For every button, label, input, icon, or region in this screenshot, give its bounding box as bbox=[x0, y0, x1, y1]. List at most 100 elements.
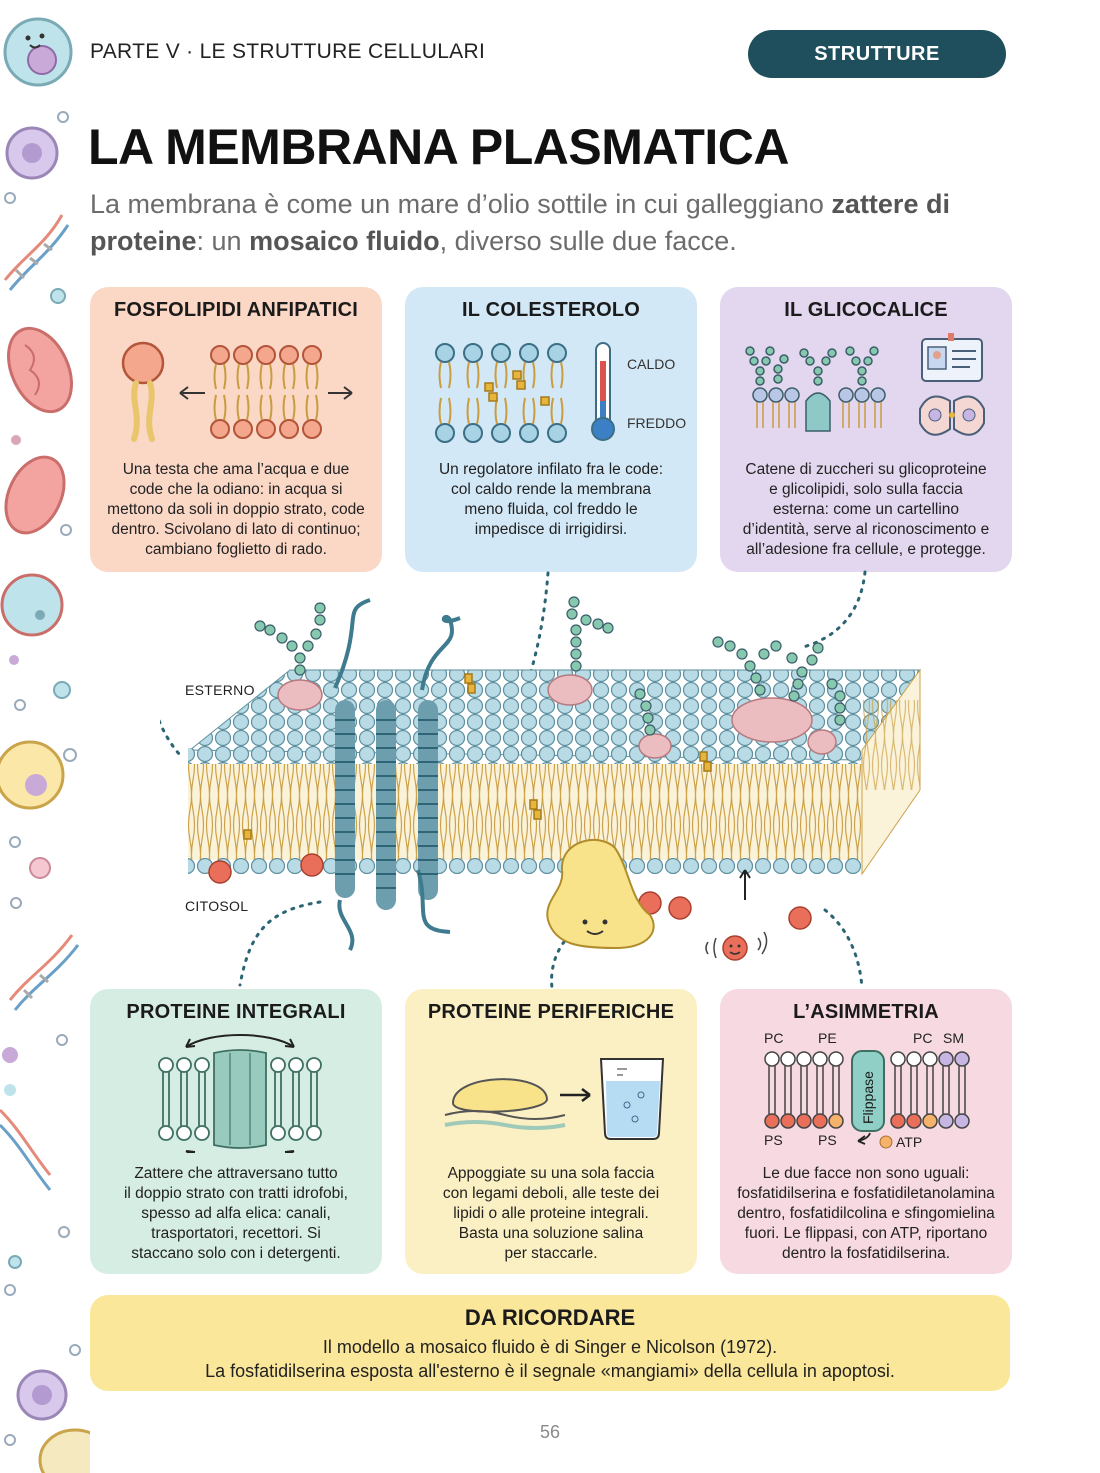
cell-icon bbox=[0, 573, 64, 637]
remember-line: Il modello a mosaico fluido è di Singer … bbox=[322, 1337, 778, 1357]
text-line: Un regolatore infilato fra le code: bbox=[438, 461, 664, 478]
cell-adhesion-icon bbox=[919, 395, 985, 436]
intro-bold: zattere di proteine bbox=[90, 189, 950, 256]
pc-label: PC bbox=[764, 1030, 783, 1046]
text-line: Appoggiate su una sola faccia bbox=[447, 1165, 655, 1182]
card-text: Zattere che attraversano tutto il doppio… bbox=[104, 1164, 368, 1264]
card-fosfolipidi: FOSFOLIPIDI ANFIPATICI Una testa che ama… bbox=[90, 287, 382, 572]
dna-icon bbox=[8, 934, 80, 1011]
intro-paragraph: La membrana è come un mare d’olio sottil… bbox=[90, 186, 1020, 260]
section-label: PARTE V · LE STRUTTURE CELLULARI bbox=[90, 40, 486, 63]
peripheral-protein-illustration bbox=[444, 1058, 665, 1140]
remember-box: DA RICORDARE Il modello a mosaico fluido… bbox=[90, 1295, 1010, 1391]
membrane-diagram bbox=[160, 570, 921, 990]
arrow-right-icon bbox=[560, 1088, 591, 1102]
card-text: Appoggiate su una sola faccia con legami… bbox=[419, 1164, 683, 1264]
text-line: Zattere che attraversano tutto bbox=[134, 1165, 338, 1182]
phospholipid-icon bbox=[121, 341, 165, 442]
remember-title: DA RICORDARE bbox=[464, 1305, 636, 1330]
intro-text: La membrana è come un mare d’olio sottil… bbox=[90, 189, 832, 219]
card-colesterolo: IL COLESTEROLO CALDO FREDDO bbox=[405, 287, 697, 572]
page-title: LA MEMBRANA PLASMATICA bbox=[88, 119, 789, 175]
text-line: dentro, fosfatidilcolina e sfingomielina bbox=[737, 1205, 995, 1222]
flipping-lipid-icon bbox=[705, 869, 768, 961]
text-line: Basta una soluzione salina bbox=[458, 1225, 644, 1242]
text-line: con legami deboli, alle teste dei bbox=[442, 1185, 660, 1202]
card-title: PROTEINE PERIFERICHE bbox=[427, 1001, 675, 1023]
asymmetry-illustration: PC PE PC SM Flippase PS PS ATP bbox=[764, 1030, 970, 1149]
cell-face-icon bbox=[3, 17, 73, 87]
text-line: all’adesione fra cellule, e protegge. bbox=[746, 541, 986, 558]
glycocalyx-illustration bbox=[745, 333, 985, 436]
dna-icon bbox=[0, 1108, 52, 1191]
flippase-label: Flippase bbox=[860, 1071, 876, 1124]
text-line: lipidi o alle proteine integrali. bbox=[453, 1205, 649, 1222]
bilayer-icon bbox=[210, 345, 322, 439]
atp-icon bbox=[879, 1135, 893, 1149]
cytosol-label: CITOSOL bbox=[185, 898, 249, 914]
decorative-cells-strip bbox=[0, 17, 90, 1473]
arrow-right-icon bbox=[328, 386, 353, 400]
phospholipid-illustration bbox=[121, 341, 353, 442]
card-title: IL GLICOCALICE bbox=[784, 299, 948, 321]
peripheral-protein-icon bbox=[546, 839, 655, 950]
cell-icon bbox=[38, 1428, 90, 1473]
text-line: trasportatori, recettori. Si bbox=[151, 1225, 321, 1242]
ps-label: PS bbox=[818, 1132, 837, 1148]
cold-label: FREDDO bbox=[627, 415, 686, 431]
text-line: fosfatidilserina e fosfatidiletanolamina bbox=[737, 1185, 995, 1202]
arrow-icon bbox=[857, 1132, 871, 1145]
flippase-icon bbox=[851, 1050, 885, 1132]
text-line: e glicolipidi, solo sulla faccia bbox=[769, 481, 963, 498]
text-line: d’identità, serve al riconoscimento e bbox=[742, 521, 990, 538]
mitochondrion-icon bbox=[4, 455, 66, 535]
sm-label: SM bbox=[943, 1030, 964, 1046]
sugar-chain-icon bbox=[254, 596, 846, 736]
card-proteine-integrali: PROTEINE INTEGRALI Zattere che attravers… bbox=[90, 989, 382, 1274]
card-title: L’ASIMMETRIA bbox=[793, 1001, 939, 1023]
sugar-chain-icon bbox=[745, 346, 879, 386]
text-line: col caldo rende la membrana bbox=[451, 481, 651, 498]
card-text: Una testa che ama l’acqua e due code che… bbox=[104, 460, 368, 560]
dna-icon bbox=[3, 214, 70, 291]
text-line: Le due facce non sono uguali: bbox=[762, 1165, 970, 1182]
cell-icon bbox=[0, 740, 65, 810]
outside-label: ESTERNO bbox=[185, 682, 255, 698]
card-text: Catene di zuccheri su glicoproteine e gl… bbox=[734, 460, 998, 560]
text-line: code che la odiano: in acqua si bbox=[129, 481, 343, 498]
arrow-icon bbox=[185, 1150, 295, 1153]
text-line: cambiano foglietto di rado. bbox=[145, 541, 327, 558]
intro-text: , diverso sulle due facce. bbox=[439, 226, 737, 256]
atp-label: ATP bbox=[896, 1134, 922, 1149]
card-title: FOSFOLIPIDI ANFIPATICI bbox=[113, 299, 359, 321]
beaker-icon bbox=[599, 1058, 665, 1140]
card-proteine-periferiche: PROTEINE PERIFERICHE Appoggiate su una s… bbox=[405, 989, 697, 1274]
intro-text: : un bbox=[196, 226, 250, 256]
ps-label: PS bbox=[764, 1132, 783, 1148]
hot-label: CALDO bbox=[627, 356, 675, 372]
integral-protein-icon bbox=[213, 1049, 267, 1149]
text-line: Una testa che ama l’acqua e due bbox=[122, 461, 350, 478]
text-line: fuori. Le flippasi, con ATP, riportano bbox=[744, 1225, 988, 1242]
card-asimmetria: L’ASIMMETRIA PC PE PC SM Flippase PS PS bbox=[720, 989, 1012, 1274]
integral-protein-illustration bbox=[158, 1034, 322, 1153]
remember-line: La fosfatidilserina esposta all'esterno … bbox=[205, 1361, 895, 1381]
intro-bold: mosaico fluido bbox=[249, 226, 440, 256]
text-line: staccano solo con i detergenti. bbox=[131, 1245, 341, 1262]
id-card-icon bbox=[921, 333, 983, 382]
text-line: esterna: come un cartellino bbox=[772, 501, 960, 518]
text-line: per staccarle. bbox=[504, 1245, 598, 1262]
peripheral-protein-icon bbox=[444, 1078, 566, 1130]
card-glicocalice: IL GLICOCALICE bbox=[720, 287, 1012, 572]
text-line: dentro. Scivolano di lato di continuo; bbox=[111, 521, 361, 538]
arrow-icon bbox=[185, 1034, 295, 1048]
text-line: impedisce di irrigidirsi. bbox=[474, 521, 628, 538]
text-line: meno fluida, col freddo le bbox=[464, 501, 638, 518]
category-badge: STRUTTURE bbox=[748, 30, 1006, 78]
text-line: Catene di zuccheri su glicoproteine bbox=[745, 461, 987, 478]
cholesterol-icon bbox=[484, 370, 550, 406]
text-line: spesso ad alfa elica: canali, bbox=[141, 1205, 331, 1222]
vacuole-icon bbox=[16, 1369, 68, 1421]
text-line: mettono da soli in doppio strato, code bbox=[107, 501, 365, 518]
thermometer-icon bbox=[591, 342, 615, 441]
